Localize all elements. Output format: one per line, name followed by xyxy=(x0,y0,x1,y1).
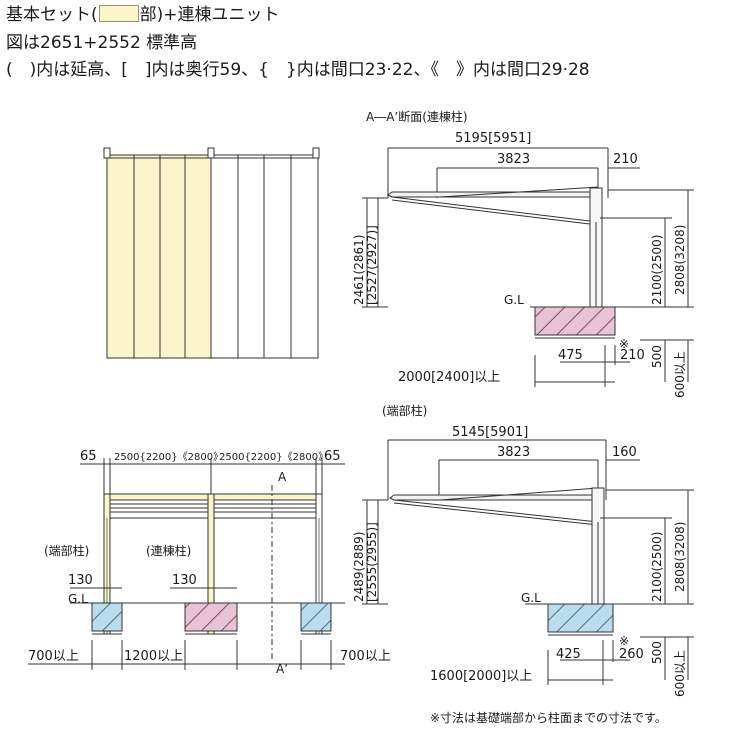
dim-height-left-2-bottom: [2555(2955)] xyxy=(365,522,379,602)
header-suffix: 部)+連棟ユニット xyxy=(139,5,280,25)
front-elevation: 65 65 2500{2200}《2800》 2500{2200}《2800》 … xyxy=(28,449,391,676)
label-a: A xyxy=(278,470,287,484)
base-set-color-swatch xyxy=(98,5,139,22)
dim-span-1: 2500{2200}《2800》 xyxy=(114,451,223,463)
label-joint-post: (連棟柱) xyxy=(146,543,191,558)
gl-top: G.L xyxy=(504,293,524,307)
foundation-blue-left xyxy=(91,602,123,632)
dim-base-top: 2000[2400]以上 xyxy=(398,370,500,385)
dim-height-left-1-bottom: 2489(2889) xyxy=(352,532,366,602)
dim-depth-2-bottom: 600以上 xyxy=(673,650,687,697)
dim-height-right-1-top: 2100(2500) xyxy=(650,235,664,305)
dim-foot-1-bottom: 425 xyxy=(556,647,581,662)
dim-depth-2-top: 600以上 xyxy=(673,351,687,398)
dim-700-right: 700以上 xyxy=(340,649,391,664)
header-prefix: 基本セット( xyxy=(6,5,98,25)
dim-total-bottom: 5145[5901] xyxy=(452,425,528,440)
dim-foot-1-top: 475 xyxy=(558,348,583,363)
dim-height-right-1-bottom: 2100(2500) xyxy=(650,532,664,602)
section-top-title: A―A’断面(連棟柱) xyxy=(366,109,468,124)
dim-overhang-top: 210 xyxy=(613,152,638,167)
dim-height-right-2-bottom: 2808(3208) xyxy=(673,522,687,592)
dim-height-left-2-top: [2527(2927)] xyxy=(365,225,379,305)
dim-height-right-2-top: 2808(3208) xyxy=(673,225,687,295)
dim-height-left-1-top: 2461(2861) xyxy=(352,235,366,305)
dim-depth-1-bottom: 500 xyxy=(650,641,664,664)
section-end-post: (端部柱) xyxy=(352,403,694,697)
header-line-1: 基本セット( 部)+連棟ユニット xyxy=(6,5,280,25)
label-a-prime: A’ xyxy=(276,662,288,676)
plan-base-unit xyxy=(106,154,212,359)
dim-foot-2-bottom: 260 xyxy=(619,647,644,662)
mark-bottom: ※ xyxy=(619,634,629,648)
header-line-3: ( )内は延高、[ ]内は奥行59、{ }内は間口23·22、《 》内は間口29… xyxy=(6,60,590,80)
dim-130-a: 130 xyxy=(68,573,93,588)
foundation-blue-right xyxy=(547,603,614,633)
label-end-post: (端部柱) xyxy=(44,543,89,558)
foundation-pink-center xyxy=(184,602,238,632)
gl-front: G.L xyxy=(68,592,88,606)
dim-130-b: 130 xyxy=(172,573,197,588)
section-joint-post: A―A’断面(連棟柱) xyxy=(352,109,694,398)
footnote: ※寸法は基礎端部から柱面までの寸法です。 xyxy=(430,711,667,725)
dim-total-top: 5195[5951] xyxy=(455,131,531,146)
dim-roof-top: 3823 xyxy=(497,152,530,167)
dim-overhang-bottom: 160 xyxy=(612,445,637,460)
dim-depth-1-top: 500 xyxy=(650,345,664,368)
dim-roof-bottom: 3823 xyxy=(497,445,530,460)
dim-1200: 1200以上 xyxy=(124,649,183,664)
plan-view xyxy=(103,147,320,359)
mark-top: ※ xyxy=(619,337,629,351)
section-bottom-title: (端部柱) xyxy=(382,403,427,418)
header-line-2: 図は2651+2552 標準高 xyxy=(6,33,198,53)
dim-foot-2-top: 210 xyxy=(620,348,645,363)
foundation-blue-right-front xyxy=(300,602,332,632)
dim-700-left: 700以上 xyxy=(28,649,79,664)
dim-65-right: 65 xyxy=(324,449,341,464)
foundation-pink xyxy=(534,306,616,336)
gl-bottom: G.L xyxy=(521,591,541,605)
dim-65-left: 65 xyxy=(80,449,97,464)
dim-span-2: 2500{2200}《2800》 xyxy=(219,451,328,463)
dim-base-bottom: 1600[2000]以上 xyxy=(430,669,532,684)
